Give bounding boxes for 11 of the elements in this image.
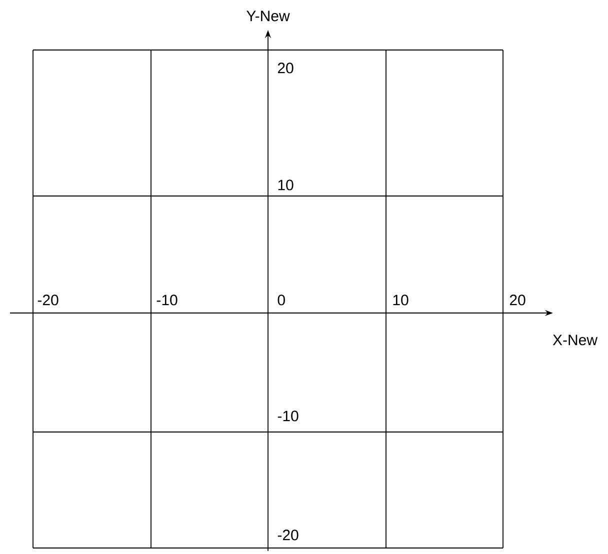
axis-label: Y-New [246, 10, 290, 22]
tick-label: -20 [38, 294, 58, 306]
tick-label: 10 [393, 294, 408, 306]
tick-label: -20 [278, 530, 298, 540]
tick-label: -10 [156, 294, 178, 306]
tick-label: 20 [510, 294, 526, 306]
axis-label: X-New [552, 334, 598, 346]
tick-label: 0 [278, 294, 285, 306]
tick-label: -10 [278, 410, 298, 422]
tick-label: 10 [278, 180, 294, 190]
tick-label: 20 [278, 62, 294, 74]
